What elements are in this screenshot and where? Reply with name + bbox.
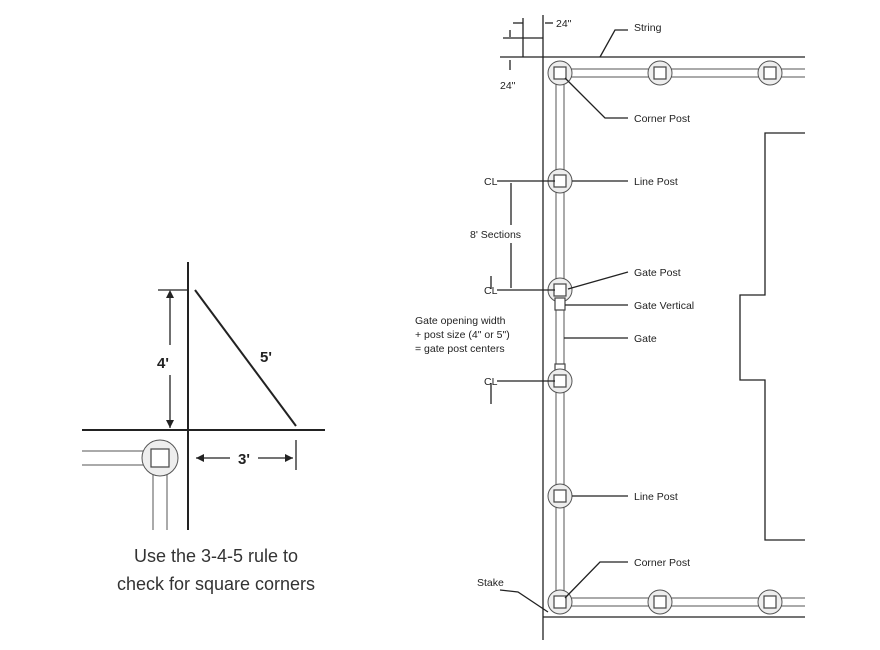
corner-post-label-top: Corner Post <box>634 113 690 125</box>
gate-label: Gate <box>634 333 657 345</box>
rails <box>82 450 168 530</box>
offset-top-label: 24" <box>556 18 572 30</box>
dim-4ft: 4' <box>157 355 169 372</box>
posts <box>547 60 783 615</box>
offset-left-label: 24" <box>500 80 516 92</box>
sections-label: 8' Sections <box>470 229 521 241</box>
centerline-symbol: CL <box>484 176 498 188</box>
line-post <box>553 174 567 188</box>
corner-post-bottom <box>553 595 567 609</box>
centerline-markers: CL CL CL <box>484 176 555 388</box>
dim-3ft: 3' <box>238 451 250 468</box>
gate-post <box>553 283 567 297</box>
stake-label: Stake <box>477 577 504 589</box>
gate-note-line-3: = gate post centers <box>415 343 505 355</box>
building-outline <box>739 132 805 541</box>
corner-post <box>150 448 170 468</box>
gate-vertical-label: Gate Vertical <box>634 300 694 312</box>
corner-post-label-bottom: Corner Post <box>634 557 690 569</box>
caption-line-2: check for square corners <box>117 574 315 594</box>
centerline-symbol: CL <box>484 376 498 388</box>
hypotenuse-line <box>194 289 297 427</box>
gate-note-line-1: Gate opening width <box>415 315 506 327</box>
string-label: String <box>634 22 662 34</box>
square-corner-diagram: 4' 5' 3' Use the 3-4-5 rule to check for… <box>82 262 325 594</box>
gate-post-label: Gate Post <box>634 267 681 279</box>
gate-vertical <box>554 297 566 311</box>
corner-post-top <box>553 66 567 80</box>
gate-note-line-2: + post size (4" or 5") <box>415 329 510 341</box>
dim-5ft: 5' <box>260 349 272 366</box>
line-post-label-bottom: Line Post <box>634 491 678 503</box>
fence-plan-diagram: 24" 24" String <box>415 15 805 640</box>
centerline-symbol: CL <box>484 285 498 297</box>
caption-line-1: Use the 3-4-5 rule to <box>134 546 298 566</box>
line-post-label-top: Line Post <box>634 176 678 188</box>
